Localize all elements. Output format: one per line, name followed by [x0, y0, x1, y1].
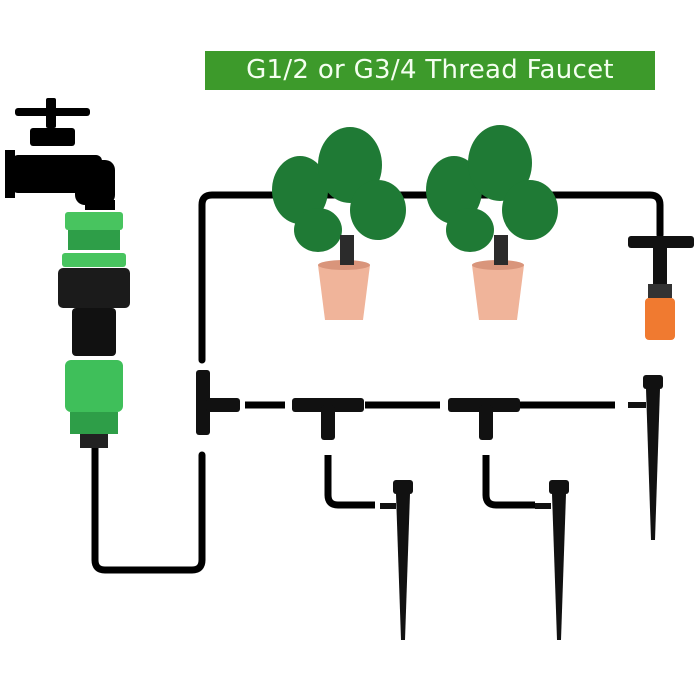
main-tube — [91, 191, 664, 574]
faucet-icon — [5, 98, 115, 210]
faucet-adapter-connector — [58, 212, 130, 448]
tee-connector — [196, 370, 240, 435]
drip-stake — [535, 480, 569, 640]
potted-plant — [426, 125, 558, 320]
drop-tubes — [324, 455, 535, 509]
tee-connector — [448, 398, 520, 440]
drip-stake — [628, 375, 663, 540]
adjustable-nozzle — [628, 236, 694, 340]
potted-plant — [272, 127, 406, 320]
faucet-thread-banner: G1/2 or G3/4 Thread Faucet — [205, 51, 655, 90]
tee-connector — [292, 398, 364, 440]
drip-stake — [380, 480, 413, 640]
